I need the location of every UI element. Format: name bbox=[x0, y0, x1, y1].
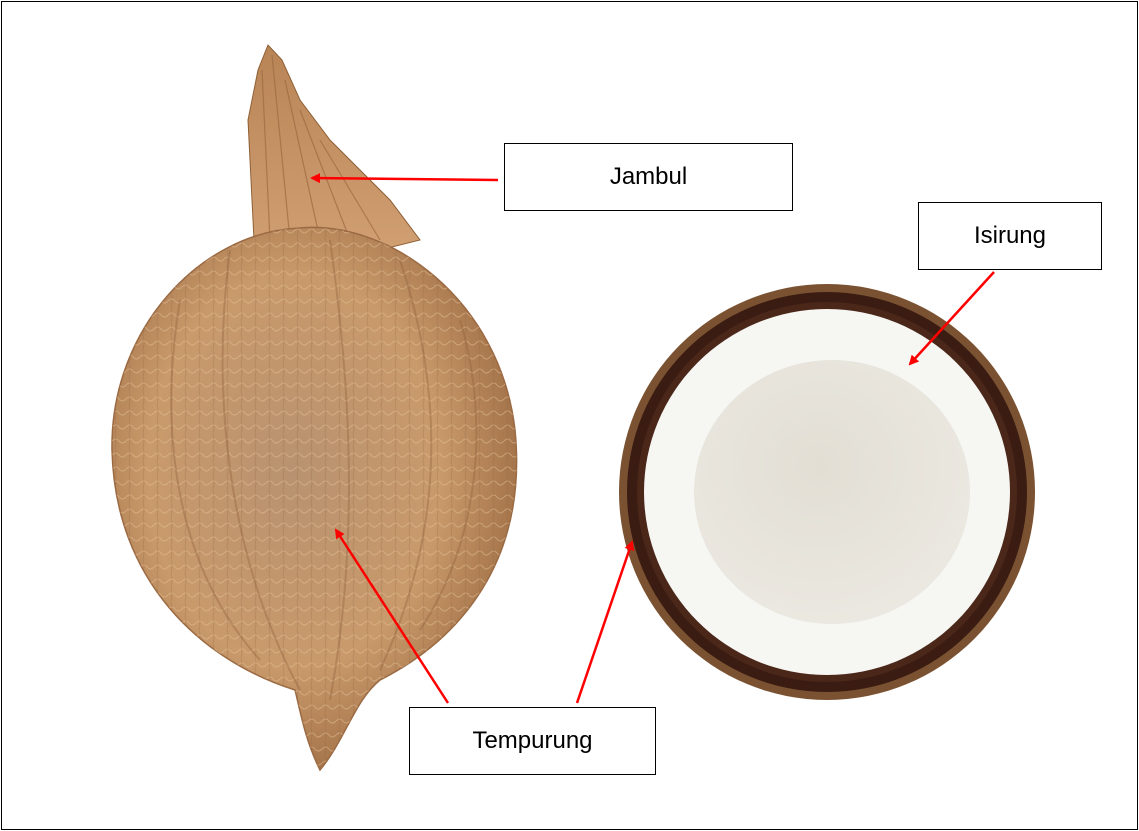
whole-coconut bbox=[112, 45, 517, 770]
label-tempurung: Tempurung bbox=[409, 707, 656, 775]
label-isirung: Isirung bbox=[918, 202, 1102, 270]
label-jambul: Jambul bbox=[504, 143, 793, 211]
coconut-cavity bbox=[694, 360, 970, 624]
coconut-half bbox=[619, 284, 1035, 700]
arrow-tempurung-half bbox=[577, 542, 632, 703]
